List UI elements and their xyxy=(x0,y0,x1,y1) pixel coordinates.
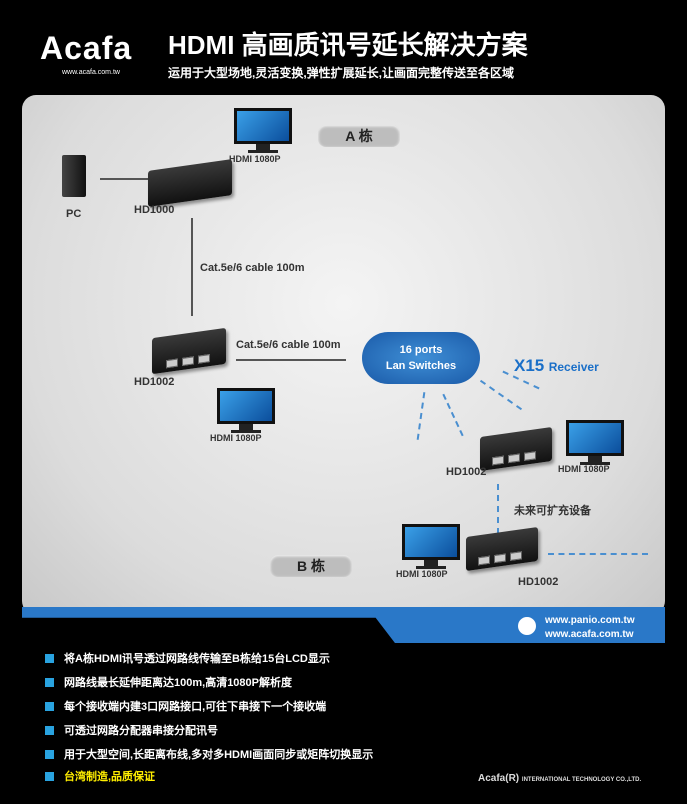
network-link xyxy=(497,484,499,534)
hd1002-label: HD1002 xyxy=(446,466,487,478)
pc-label: PC xyxy=(66,208,82,220)
cat-cable xyxy=(236,359,346,361)
building-b-tag: B 栋 xyxy=(270,555,352,577)
receiver-count: X15 xyxy=(514,356,545,375)
monitor-label: HDMI 1080P xyxy=(396,569,448,579)
globe-icon xyxy=(515,614,539,638)
footer-brand: Acafa(R) xyxy=(478,773,520,784)
website-link[interactable]: www.panio.com.tw xyxy=(545,615,635,626)
switch-ports: 16 ports xyxy=(399,344,443,356)
monitor-icon xyxy=(234,108,292,154)
cable-label: Cat.5e/6 cable 100m xyxy=(200,262,305,274)
bullet-item: 将A栋HDMI讯号透过网路线传输至B栋给15台LCD显示 xyxy=(45,652,330,666)
bullet-item: 每个接收端内建3口网路接口,可往下串接下一个接收端 xyxy=(45,700,326,714)
building-a-tag: A 栋 xyxy=(318,125,400,147)
switch-name: Lan Switches xyxy=(385,360,457,372)
future-expansion-label: 未来可扩充设备 xyxy=(514,505,591,517)
hd1002-label: HD1002 xyxy=(134,376,175,388)
hdmi-cable xyxy=(100,178,148,180)
network-link xyxy=(548,553,648,555)
monitor-icon xyxy=(402,524,460,570)
monitor-icon xyxy=(217,388,275,434)
pc-tower-icon xyxy=(62,155,86,197)
monitor-icon xyxy=(566,420,624,466)
monitor-label: HDMI 1080P xyxy=(558,464,610,474)
hd1002-label: HD1002 xyxy=(518,576,559,588)
cable-label: Cat.5e/6 cable 100m xyxy=(236,339,341,351)
logo: Acafa xyxy=(40,30,133,66)
bullet-item-highlight: 台湾制造,品质保证 xyxy=(45,770,155,784)
website-link[interactable]: www.acafa.com.tw xyxy=(545,629,634,640)
receiver-count-label: X15 Receiver xyxy=(514,356,599,377)
diagram-panel xyxy=(22,95,665,615)
hd1000-label: HD1000 xyxy=(134,204,175,216)
logo-url: www.acafa.com.tw xyxy=(62,69,120,76)
cat-cable xyxy=(191,218,193,316)
bullet-item: 可透过网路分配器串接分配讯号 xyxy=(45,724,218,738)
monitor-label: HDMI 1080P xyxy=(210,433,262,443)
monitor-label: HDMI 1080P xyxy=(229,154,281,164)
page-title: HDMI 高画质讯号延长解决方案 xyxy=(168,30,528,60)
footer-company: Acafa(R) INTERNATIONAL TECHNOLOGY CO.,LT… xyxy=(478,773,641,786)
footer-company-name: INTERNATIONAL TECHNOLOGY CO.,LTD. xyxy=(521,777,642,783)
receiver-word: Receiver xyxy=(548,360,599,374)
page-subtitle: 运用于大型场地,灵活变换,弹性扩展延长,让画面完整传送至各区域 xyxy=(168,66,515,80)
bullet-item: 网路线最长延伸距离达100m,高清1080P解析度 xyxy=(45,676,292,690)
bullet-item: 用于大型空间,长距离布线,多对多HDMI画面同步或矩阵切换显示 xyxy=(45,748,373,762)
